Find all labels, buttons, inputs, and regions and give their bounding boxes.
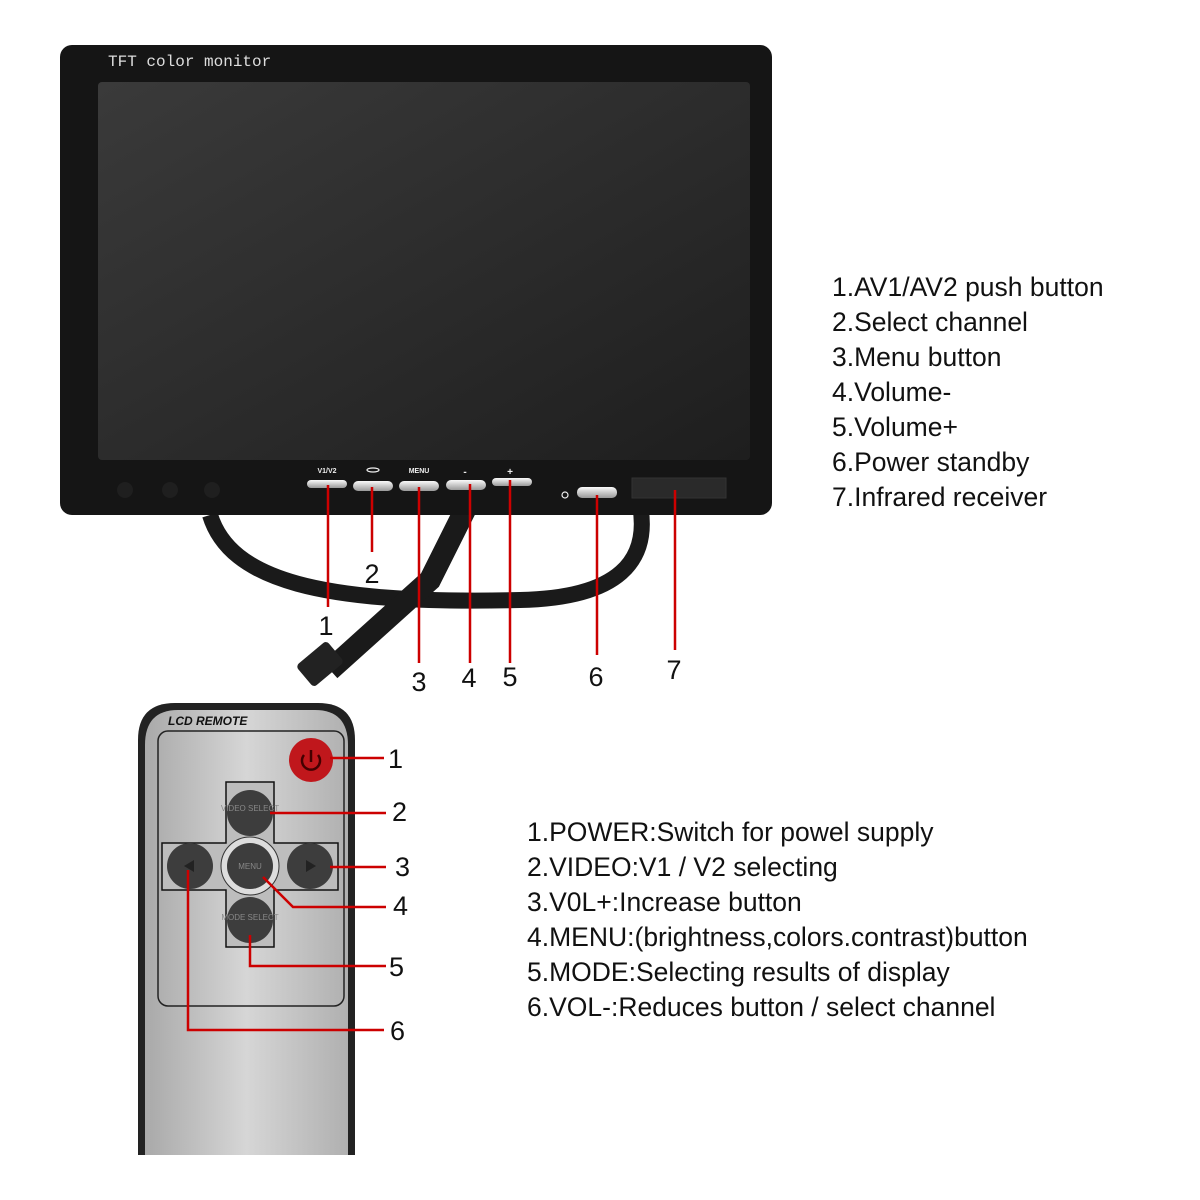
legend-item: 5.MODE:Selecting results of display	[527, 957, 950, 987]
legend-item: 2.Select channel	[832, 307, 1028, 337]
legend-item: 6.Power standby	[832, 447, 1030, 477]
av-button[interactable]	[307, 480, 347, 488]
legend-item: 2.VIDEO:V1 / V2 selecting	[527, 852, 838, 882]
minus-label: -	[463, 467, 466, 478]
remote-title: LCD REMOTE	[168, 714, 248, 728]
callout-2: 2	[364, 559, 379, 589]
monitor-legend: 1.AV1/AV2 push button 2.Select channel 3…	[832, 270, 1104, 515]
video-select-label: VIDEO SELECT	[221, 804, 279, 813]
remote-callout-2: 2	[392, 797, 407, 827]
power-icon	[300, 754, 322, 771]
video-select-button[interactable]	[227, 790, 273, 836]
remote-menu-label: MENU	[238, 862, 262, 871]
legend-item: 4.Volume-	[832, 377, 952, 407]
remote-callout-3: 3	[395, 852, 410, 882]
legend-item: 7.Infrared receiver	[832, 482, 1048, 512]
menu-button[interactable]	[399, 481, 439, 491]
mode-select-button[interactable]	[227, 897, 273, 943]
monitor-screen	[98, 82, 750, 460]
plus-label: +	[507, 467, 513, 478]
monitor-brand-text: TFT color monitor	[108, 53, 271, 71]
remote-callout-5: 5	[389, 952, 404, 982]
legend-item: 1.AV1/AV2 push button	[832, 272, 1104, 302]
left-arrow-icon	[184, 860, 194, 872]
remote-legend: 1.POWER:Switch for powel supply 2.VIDEO:…	[527, 815, 1028, 1025]
monitor-cable	[202, 495, 650, 686]
power-icon	[561, 491, 569, 499]
volume-plus-button[interactable]	[492, 478, 532, 486]
volume-minus-button[interactable]	[446, 480, 486, 490]
mode-select-label: MODE SELECT	[221, 913, 278, 922]
callout-1: 1	[318, 611, 333, 641]
monitor-callout-lines	[326, 480, 677, 663]
legend-item: 3.V0L+:Increase button	[527, 887, 802, 917]
v1v2-label: V1/V2	[317, 468, 336, 475]
legend-item: 1.POWER:Switch for powel supply	[527, 817, 934, 847]
remote-callout-4: 4	[393, 891, 408, 921]
remote-callout-6: 6	[390, 1016, 405, 1046]
callout-3: 3	[411, 667, 426, 697]
callout-7: 7	[666, 655, 681, 685]
callout-5: 5	[502, 662, 517, 692]
legend-item: 4.MENU:(brightness,colors.contrast)butto…	[527, 922, 1028, 952]
lcd-remote: LCD REMOTE VIDEO SELECT MENU MODE SELECT	[138, 703, 355, 1155]
legend-item: 6.VOL-:Reduces button / select channel	[527, 992, 996, 1022]
menu-label: MENU	[409, 468, 430, 475]
right-arrow-icon	[306, 860, 316, 872]
legend-item: 5.Volume+	[832, 412, 958, 442]
infrared-receiver	[631, 477, 727, 499]
tft-monitor: TFT color monitor V1/V2 MENU - +	[60, 45, 772, 515]
select-channel-icon	[366, 467, 380, 473]
legend-item: 3.Menu button	[832, 342, 1002, 372]
remote-callout-lines	[186, 756, 386, 1032]
callout-6: 6	[588, 662, 603, 692]
remote-menu-button[interactable]	[227, 843, 273, 889]
callout-4: 4	[461, 663, 476, 693]
remote-callout-1: 1	[388, 744, 403, 774]
power-standby-button[interactable]	[577, 487, 617, 498]
select-channel-button[interactable]	[353, 481, 393, 491]
